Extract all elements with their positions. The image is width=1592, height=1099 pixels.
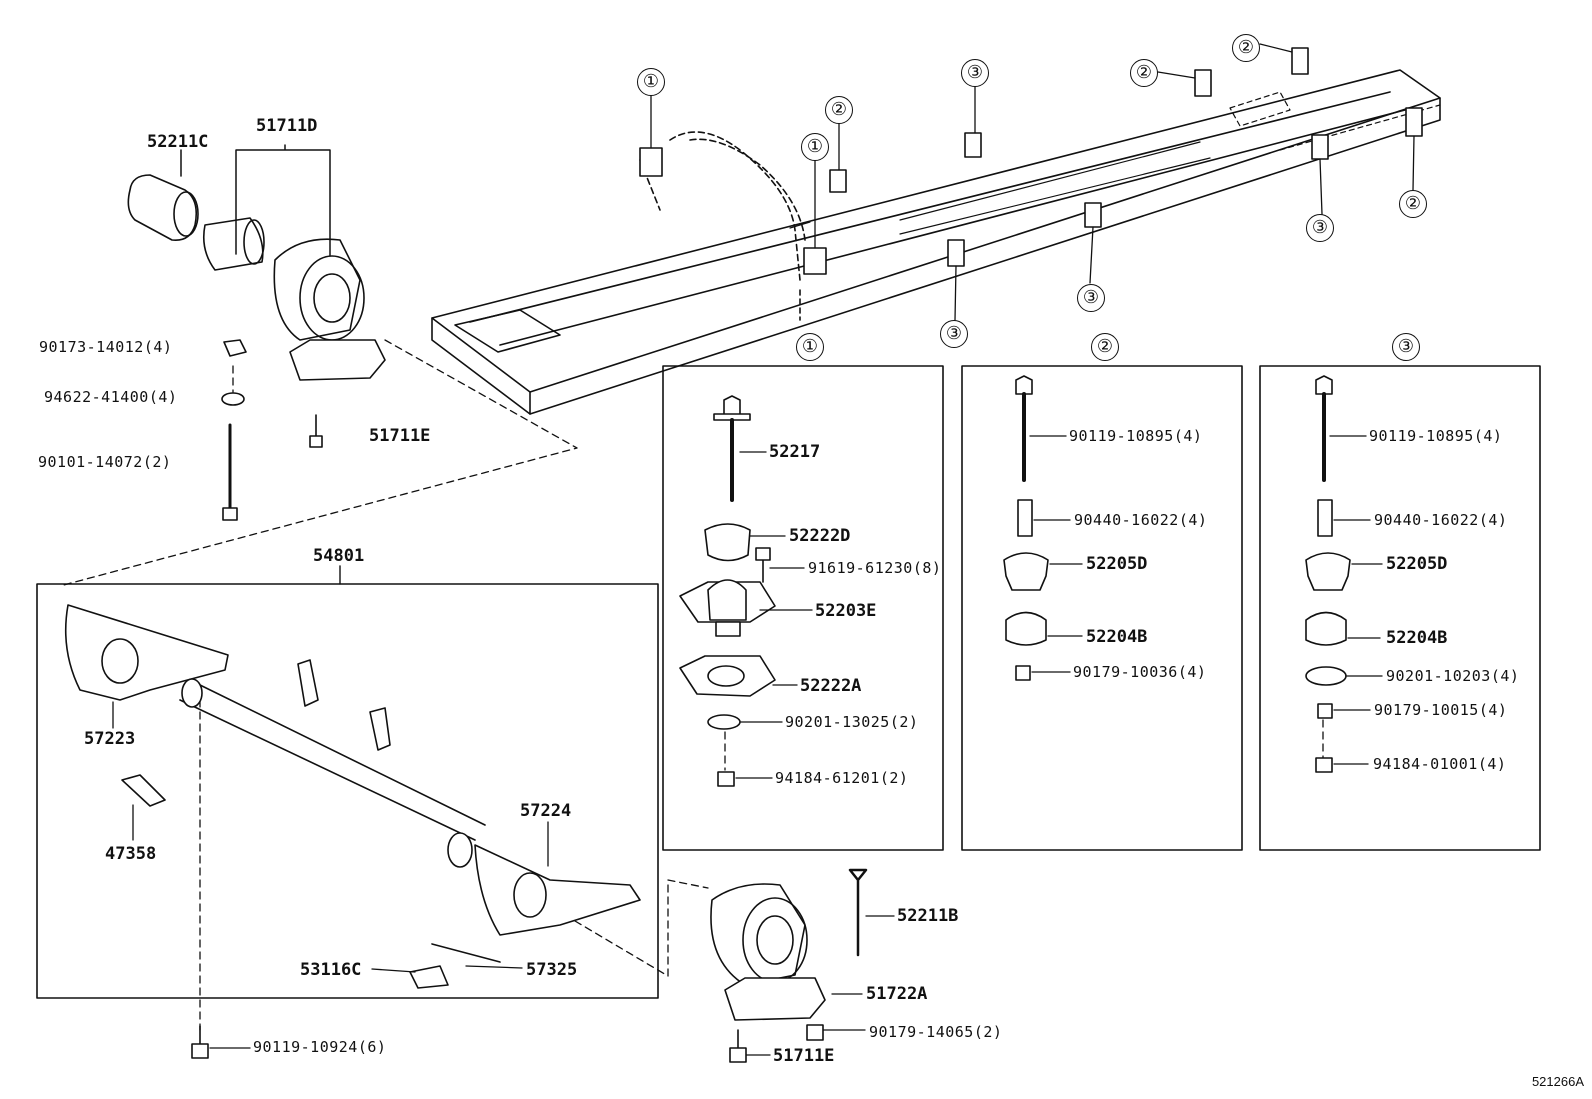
callout-3-top: ③ [961, 59, 989, 87]
label-57223: 57223 [84, 729, 136, 749]
box-3-parts [1305, 375, 1383, 773]
callout-2-front: ② [825, 96, 853, 124]
label-90101-14072: 90101-14072(2) [38, 453, 172, 471]
label-90179-14065: 90179-14065(2) [869, 1023, 1003, 1041]
box-2-header: ② [1091, 333, 1119, 361]
mount-assembly-top [127, 144, 386, 521]
label-51711E-top: 51711E [369, 426, 431, 446]
label-box3-94184-01001: 94184-01001(4) [1373, 755, 1507, 773]
label-94184-61201: 94184-61201(2) [775, 769, 909, 787]
label-box3-90201-10203: 90201-10203(4) [1386, 667, 1520, 685]
label-52222A: 52222A [800, 676, 862, 696]
label-52211B: 52211B [897, 906, 959, 926]
callout-3-mid: ③ [1077, 284, 1105, 312]
callout-3-rear: ③ [1306, 214, 1334, 242]
box-3-header: ③ [1392, 333, 1420, 361]
label-94622-41400: 94622-41400(4) [44, 388, 178, 406]
label-53116C: 53116C [300, 960, 362, 980]
label-box2-90440-16022: 90440-16022(4) [1074, 511, 1208, 529]
label-box2-52205D: 52205D [1086, 554, 1148, 574]
label-91619-61230: 91619-61230(8) [808, 559, 942, 577]
mount-assembly-bottom [710, 868, 895, 1063]
detail-box-2 [961, 365, 1243, 851]
label-90173-14012: 90173-14012(4) [39, 338, 173, 356]
box-1-parts [679, 395, 813, 787]
crossmember-box [36, 565, 659, 999]
diagram-id: 521266A [1531, 1074, 1584, 1089]
label-box3-90440-16022: 90440-16022(4) [1374, 511, 1508, 529]
label-57325: 57325 [526, 960, 578, 980]
label-box3-52204B: 52204B [1386, 628, 1448, 648]
callout-3-front: ③ [940, 320, 968, 348]
label-52217: 52217 [769, 442, 821, 462]
callout-1-mid: ① [801, 133, 829, 161]
label-box3-90119-10895: 90119-10895(4) [1369, 427, 1503, 445]
projection-lines [59, 339, 1324, 1031]
label-box2-52204B: 52204B [1086, 627, 1148, 647]
label-54801: 54801 [313, 546, 365, 566]
label-90201-13025: 90201-13025(2) [785, 713, 919, 731]
callout-2-rear: ② [1232, 34, 1260, 62]
label-box3-52205D: 52205D [1386, 554, 1448, 574]
label-52203E: 52203E [815, 601, 877, 621]
label-52211C: 52211C [147, 132, 209, 152]
label-box2-90119-10895: 90119-10895(4) [1069, 427, 1203, 445]
vehicle-frame [431, 43, 1441, 415]
box-2-parts [1003, 375, 1083, 681]
label-90119-10924: 90119-10924(6) [253, 1038, 387, 1056]
callout-2-mid: ② [1130, 59, 1158, 87]
label-57224: 57224 [520, 801, 572, 821]
label-51711E-bottom: 51711E [773, 1046, 835, 1066]
bolt-90119-10924-drawing [191, 1025, 251, 1059]
callout-1-front: ① [637, 68, 665, 96]
callout-2-rear-right: ② [1399, 190, 1427, 218]
label-box2-90179-10036: 90179-10036(4) [1073, 663, 1207, 681]
label-box3-90179-10015: 90179-10015(4) [1374, 701, 1508, 719]
label-52222D: 52222D [789, 526, 851, 546]
label-47358: 47358 [105, 844, 157, 864]
label-51711D: 51711D [256, 116, 318, 136]
label-51722A: 51722A [866, 984, 928, 1004]
detail-box-3 [1259, 365, 1541, 851]
detail-box-1 [662, 365, 944, 851]
box-1-header: ① [796, 333, 824, 361]
